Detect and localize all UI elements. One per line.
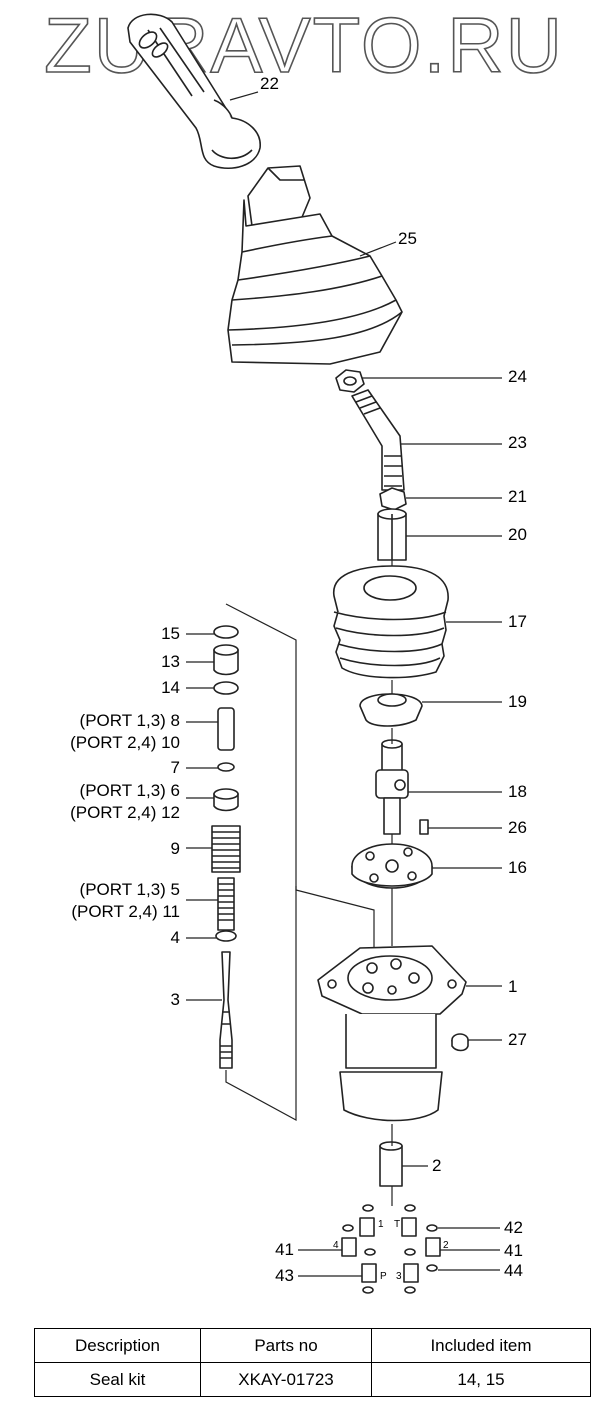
part-27-plug	[451, 1033, 469, 1052]
part-17-bellows	[333, 565, 449, 679]
exploded-parts-diagram	[127, 13, 502, 1294]
callout-7: 7	[170, 758, 180, 777]
port-mark-4: 4	[333, 1240, 339, 1251]
left-part-stack	[211, 625, 241, 1069]
header-included-item: Included item	[371, 1328, 591, 1363]
port-mark-1: 1	[378, 1219, 384, 1230]
header-description: Description	[34, 1328, 201, 1363]
watermark-text: ZURAVTO.RU	[44, 1, 564, 89]
callout-44: 44	[504, 1261, 523, 1280]
port-mark-3: 3	[396, 1271, 402, 1282]
port-mark-P: P	[380, 1271, 387, 1282]
part-25-boot	[227, 165, 403, 365]
part-4-washer	[215, 930, 237, 942]
callout-17: 17	[508, 612, 527, 631]
part-7-washer	[217, 762, 235, 772]
part-1-housing	[317, 945, 467, 1122]
part-9-spring	[211, 825, 241, 873]
part-24-nut	[335, 369, 365, 393]
callout-26: 26	[508, 818, 527, 837]
leader-lines	[186, 91, 502, 1277]
callout-19: 19	[508, 692, 527, 711]
part-8-spool	[217, 707, 235, 751]
callout-43: 43	[275, 1266, 294, 1285]
callout-8: (PORT 1,3) 8	[79, 711, 180, 730]
cell-included-item: 14, 15	[371, 1362, 591, 1397]
cell-description: Seal kit	[34, 1362, 201, 1397]
callout-15: 15	[161, 624, 180, 643]
callout-2: 2	[432, 1156, 442, 1175]
part-21-nut	[379, 487, 407, 511]
callout-13: 13	[161, 652, 180, 671]
part-19-plate	[359, 693, 423, 727]
callout-18: 18	[508, 782, 527, 801]
part-23-bent-rod	[351, 389, 405, 491]
callout-11: (PORT 2,4) 11	[71, 902, 180, 921]
callout-41-right: 41	[504, 1241, 523, 1260]
callout-23: 23	[508, 433, 527, 452]
callout-4: 4	[170, 928, 180, 947]
callout-9: 9	[170, 839, 180, 858]
callout-3: 3	[170, 990, 180, 1009]
callout-1: 1	[508, 977, 518, 996]
part-22-handle	[127, 13, 261, 170]
part-2-spacer	[379, 1141, 403, 1187]
callout-27: 27	[508, 1030, 527, 1049]
part-14-oring	[213, 681, 239, 695]
part-15-seal	[213, 625, 239, 639]
callout-10: (PORT 2,4) 10	[70, 733, 180, 752]
seal-kit-table: Description Parts no Included item Seal …	[34, 1328, 591, 1397]
callout-5: (PORT 1,3) 5	[79, 880, 180, 899]
header-parts-no: Parts no	[200, 1328, 372, 1363]
port-mark-T: T	[394, 1219, 401, 1230]
cell-parts-no: XKAY-01723	[200, 1362, 372, 1397]
part-5-spring	[217, 877, 235, 931]
callout-25: 25	[398, 229, 417, 248]
callout-42: 42	[504, 1218, 523, 1237]
part-13-plug	[213, 649, 239, 676]
callout-24: 24	[508, 367, 527, 386]
callout-41-left: 41	[275, 1240, 294, 1259]
part-3-spool	[219, 951, 233, 1069]
callout-6: (PORT 1,3) 6	[79, 781, 180, 800]
callout-21: 21	[508, 487, 527, 506]
table-header-row: Description Parts no Included item	[34, 1328, 591, 1363]
callout-16: 16	[508, 858, 527, 877]
part-16-plate	[351, 843, 433, 889]
port-fittings	[341, 1204, 441, 1294]
port-mark-2: 2	[443, 1240, 449, 1251]
table-row: Seal kit XKAY-01723 14, 15	[34, 1362, 591, 1397]
callout-22: 22	[260, 74, 279, 93]
callout-12: (PORT 2,4) 12	[70, 803, 180, 822]
part-20-coupling	[377, 508, 407, 561]
watermark: ZURAVTO.RU	[43, 0, 564, 90]
part-18-joint	[375, 739, 429, 835]
callout-20: 20	[508, 525, 527, 544]
callout-14: 14	[161, 678, 180, 697]
